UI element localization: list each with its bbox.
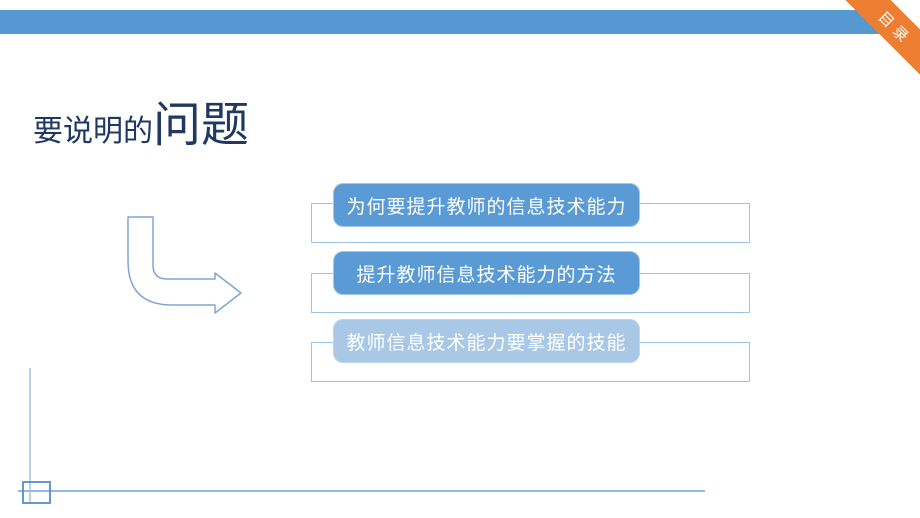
topic-button-label: 教师信息技术能力要掌握的技能 — [346, 332, 627, 354]
topic-button-label: 为何要提升教师的信息技术能力 — [346, 196, 627, 218]
topic-row: 为何要提升教师的信息技术能力 — [0, 183, 920, 247]
topic-button-3[interactable]: 教师信息技术能力要掌握的技能 — [333, 319, 640, 363]
bottom-rule-square — [22, 481, 51, 504]
title-main: 问题 — [153, 99, 250, 152]
top-accent-bar — [0, 10, 920, 34]
title-prefix: 要说明的 — [33, 115, 153, 148]
topic-button-1[interactable]: 为何要提升教师的信息技术能力 — [333, 183, 640, 227]
bottom-rule-horizontal — [18, 490, 705, 492]
topic-button-2[interactable]: 提升教师信息技术能力的方法 — [333, 251, 640, 295]
topic-row: 提升教师信息技术能力的方法 — [0, 251, 920, 315]
page-title: 要说明的 问题 — [33, 102, 249, 150]
topic-button-label: 提升教师信息技术能力的方法 — [356, 264, 617, 286]
topic-row: 教师信息技术能力要掌握的技能 — [0, 319, 920, 383]
bottom-rule-vertical — [29, 368, 31, 503]
bent-arrow-icon — [127, 216, 242, 314]
